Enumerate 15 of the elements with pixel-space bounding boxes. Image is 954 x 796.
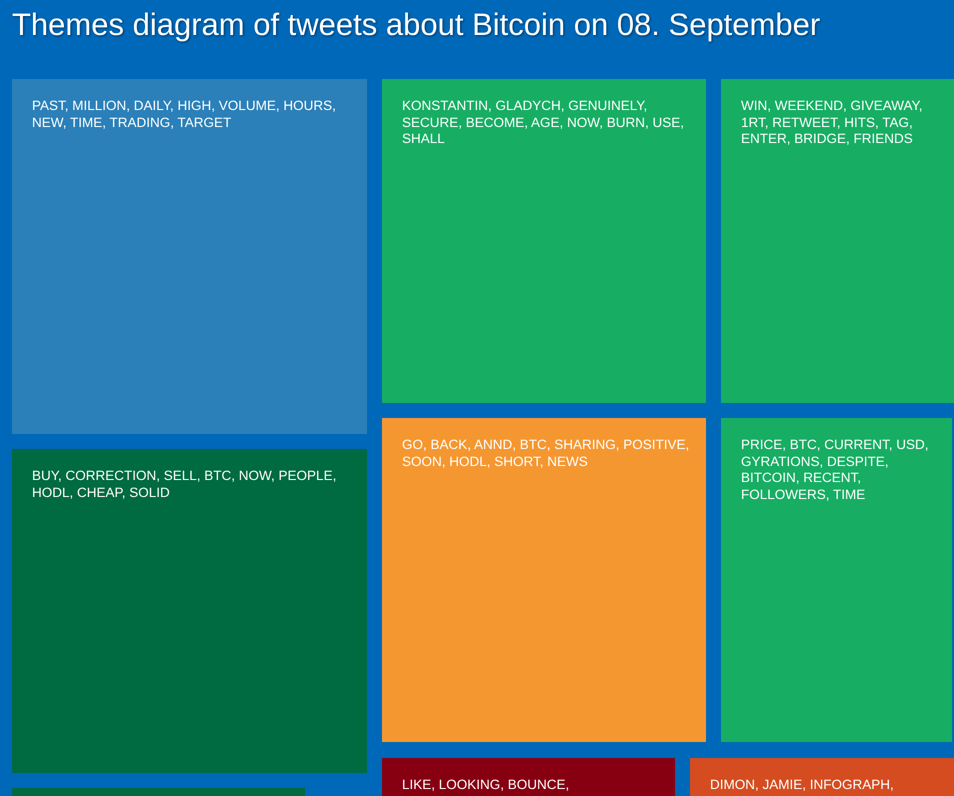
keyword-list: LIKE, LOOKING, BOUNCE,: [402, 777, 665, 794]
theme-tile: [382, 79, 706, 403]
keyword-list: WIN, WEEKEND, GIVEAWAY, 1RT, RETWEET, HITS, TAG, ENTER, BRIDGE, FRIENDS: [741, 98, 944, 148]
keyword-list: PRICE, BTC, CURRENT, USD, GYRATIONS, DESPITE, BITCOIN, RECENT, FOLLOWERS, TIME: [741, 437, 942, 503]
keyword-list: PAST, MILLION, DAILY, HIGH, VOLUME, HOURS, NEW, TIME, TRADING, TARGET: [32, 98, 357, 131]
keyword-list: KONSTANTIN, GLADYCH, GENUINELY, SECURE, BECOME, AGE, NOW, BURN, USE, SHALL: [402, 98, 696, 148]
theme-tile: [12, 79, 367, 434]
theme-tile: [721, 418, 952, 742]
keyword-list: DIMON, JAMIE, INFOGRAPH,: [710, 777, 944, 794]
theme-tile: [12, 449, 367, 773]
theme-tile: [382, 418, 706, 742]
title: Themes diagram of tweets about Bitcoin on 08. September: [12, 6, 820, 44]
keyword-list: BUY, CORRECTION, SELL, BTC, NOW, PEOPLE, HODL, CHEAP, SOLID: [32, 468, 357, 501]
theme-tile: [721, 79, 954, 403]
keyword-list: GO, BACK, ANND, BTC, SHARING, POSITIVE, SOON, HODL, SHORT, NEWS: [402, 437, 696, 470]
